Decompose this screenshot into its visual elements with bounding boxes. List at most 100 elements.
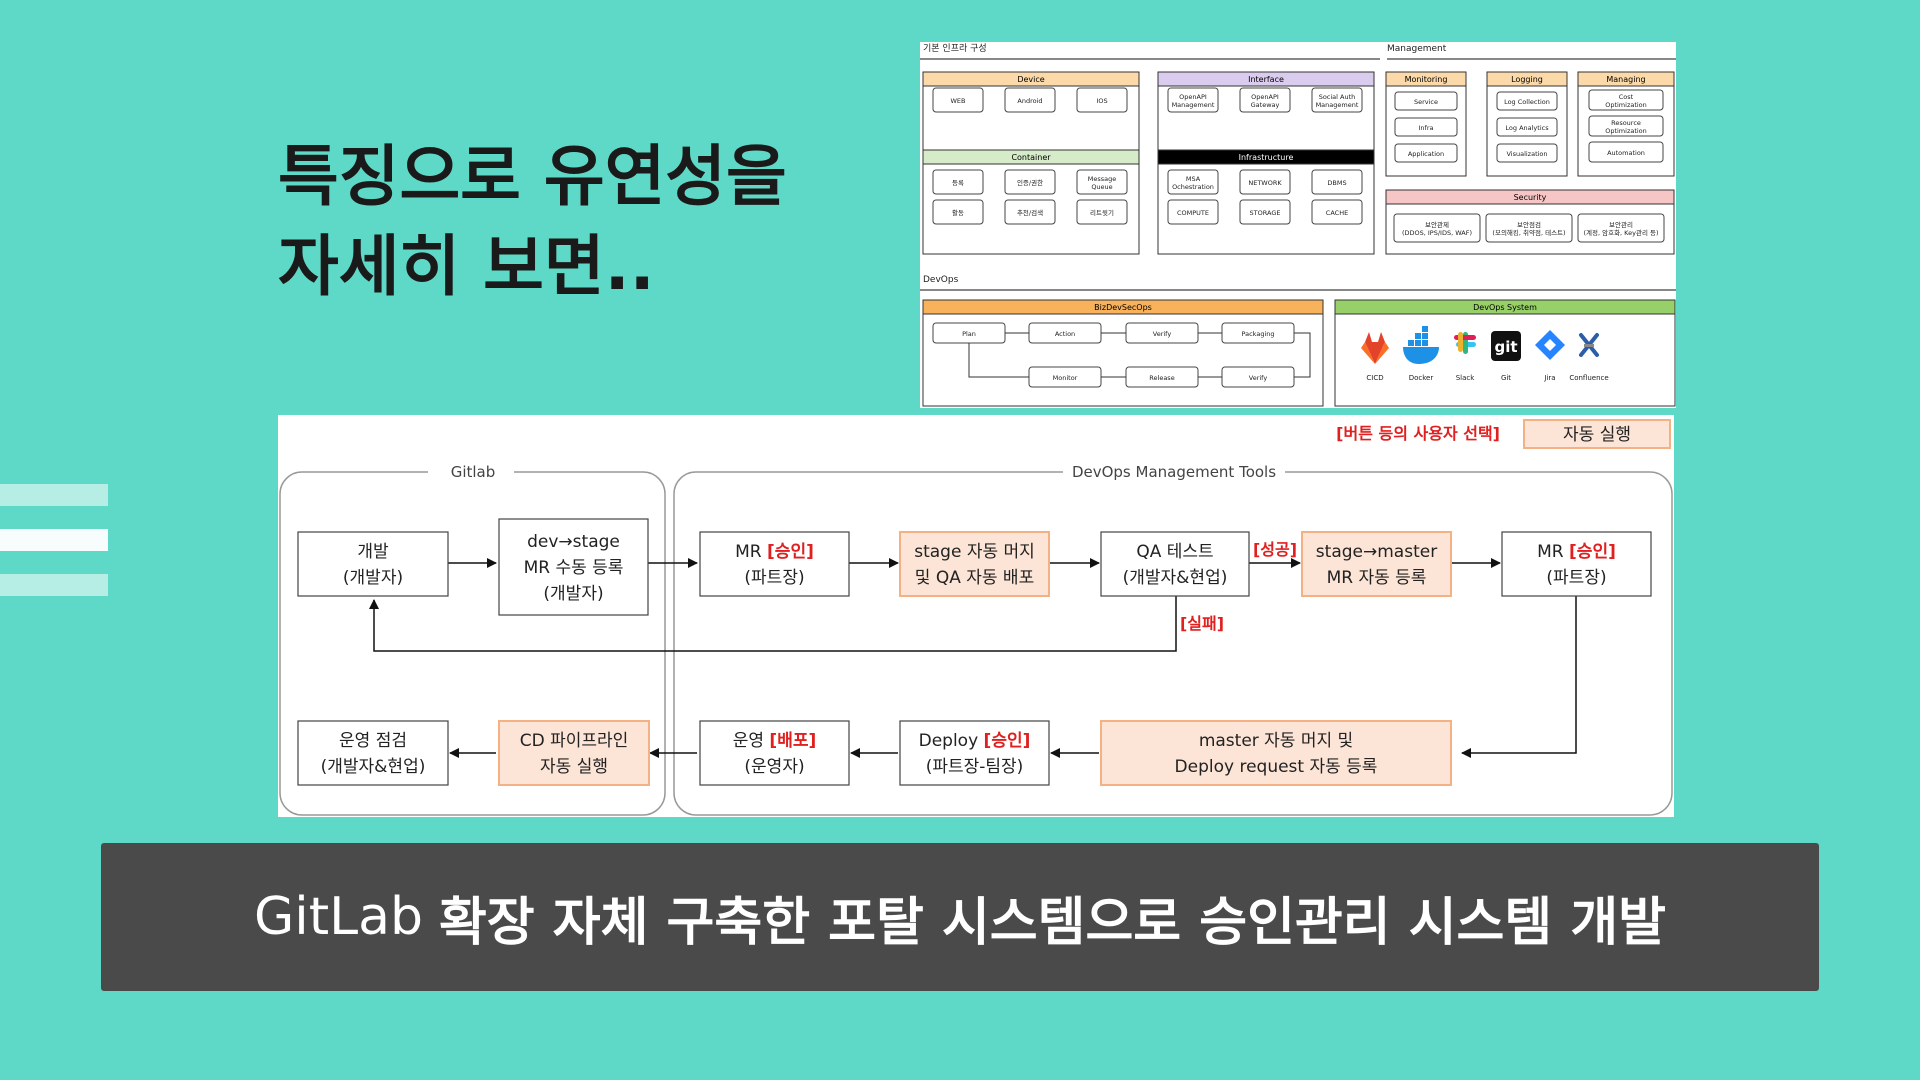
bizdevsecops-step: Monitor bbox=[1028, 366, 1102, 388]
infrastructure-item: STORAGE bbox=[1239, 199, 1291, 225]
devops-tool-label: Slack bbox=[1456, 374, 1476, 382]
banner-text: 확장 자체 구축한 포탈 시스템으로 승인관리 시스템 개발 bbox=[438, 892, 1667, 953]
managing-title: Managing bbox=[1606, 75, 1645, 84]
bizdevsecops-step: Verify bbox=[1221, 366, 1295, 388]
slide-heading: 특징으로 유연성을 자세히 보면.. bbox=[278, 132, 787, 312]
infrastructure-item-label: Ochestration bbox=[1172, 183, 1214, 191]
container-item: 인증/권한 bbox=[1004, 169, 1056, 195]
flow-box-line: stage→master bbox=[1316, 542, 1437, 562]
flow-box-line: (개발자&현업) bbox=[321, 757, 426, 777]
management-title: Management bbox=[1387, 44, 1447, 54]
flow-box-line: (개발자) bbox=[343, 568, 403, 588]
interface-item-label: OpenAPI bbox=[1251, 93, 1279, 101]
security-title: Security bbox=[1514, 193, 1547, 202]
logging-item-label: Log Analytics bbox=[1505, 124, 1549, 132]
security-item-label: (계정, 암호화, Key관리 등) bbox=[1583, 228, 1658, 237]
container-item-label: 추천/검색 bbox=[1017, 208, 1043, 217]
managing-item-label: Automation bbox=[1607, 149, 1645, 157]
security-item-label: (DDOS, IPS/IDS, WAF) bbox=[1402, 229, 1472, 237]
interface-item-label: Social Auth bbox=[1319, 93, 1356, 101]
security-item: 보안관제(DDOS, IPS/IDS, WAF) bbox=[1393, 213, 1481, 243]
flow-box-line: 및 QA 자동 배포 bbox=[915, 568, 1034, 588]
interface-item-label: Gateway bbox=[1251, 101, 1280, 109]
gitlab-label: Gitlab bbox=[451, 463, 496, 481]
slack-icon bbox=[1454, 332, 1476, 354]
container-item-label: 인증/권한 bbox=[1017, 178, 1043, 187]
infrastructure-item-label: DBMS bbox=[1327, 179, 1346, 187]
legend-auto-box bbox=[1523, 419, 1671, 449]
infrastructure-item: COMPUTE bbox=[1167, 199, 1219, 225]
logging-item-label: Log Collection bbox=[1504, 98, 1550, 106]
flow-box-line: 운영 점검 bbox=[339, 731, 407, 751]
bottom-banner: GitLab 확장 자체 구축한 포탈 시스템으로 승인관리 시스템 개발 bbox=[101, 843, 1819, 991]
container-item-label: 리트윗기 bbox=[1090, 208, 1114, 217]
flow-box-line: (파트장) bbox=[744, 568, 804, 588]
flow-box-line: stage 자동 머지 bbox=[914, 542, 1035, 562]
fail-label: [실패] bbox=[1180, 614, 1224, 633]
legend-auto-run: 자동 실행 bbox=[1563, 425, 1631, 445]
tools-label: DevOps Management Tools bbox=[1072, 463, 1276, 481]
interface-item-label: Management bbox=[1172, 101, 1215, 109]
bizdevsecops-step-label: Packaging bbox=[1242, 330, 1275, 338]
security-item-label: (모의해킹, 취약점, 테스트) bbox=[1492, 228, 1565, 237]
bizdevsecops-step: Verify bbox=[1125, 322, 1199, 344]
flow-box-line: QA 테스트 bbox=[1136, 542, 1213, 562]
bizdevsecops-step-label: Verify bbox=[1249, 374, 1268, 382]
managing-item-label: Cost bbox=[1619, 93, 1634, 101]
logging-item: Log Collection bbox=[1496, 91, 1558, 111]
devops-system-title: DevOps System bbox=[1473, 303, 1537, 312]
flow-box-line: (파트장) bbox=[1546, 568, 1606, 588]
flow-box-line: 운영 [배포] bbox=[733, 731, 817, 751]
devops-tool-label: Confluence bbox=[1569, 374, 1608, 382]
device-item: IOS bbox=[1076, 87, 1128, 113]
monitoring-title: Monitoring bbox=[1405, 75, 1448, 84]
monitoring-item-label: Application bbox=[1408, 150, 1444, 158]
device-item: WEB bbox=[932, 87, 984, 113]
infrastructure-title: Infrastructure bbox=[1239, 153, 1294, 162]
security-item-label: 보안관제 bbox=[1425, 220, 1449, 229]
infrastructure-item-label: NETWORK bbox=[1248, 179, 1282, 187]
devops-tool-label: Git bbox=[1501, 374, 1511, 382]
flow-box-line: (운영자) bbox=[744, 757, 804, 777]
devops-system-group: DevOps System git bbox=[1334, 299, 1676, 407]
confluence-icon bbox=[1579, 333, 1599, 357]
bizdevsecops-step-label: Action bbox=[1055, 330, 1075, 338]
flow-box-line: Deploy request 자동 등록 bbox=[1175, 757, 1378, 777]
devops-title: DevOps bbox=[923, 275, 959, 285]
logging-title: Logging bbox=[1511, 75, 1543, 84]
container-item: 등록 bbox=[932, 169, 984, 195]
logging-item: Visualization bbox=[1496, 143, 1558, 163]
logging-item-label: Visualization bbox=[1506, 150, 1547, 158]
flow-box-line: 개발 bbox=[357, 542, 389, 562]
heading-line-2: 자세히 보면.. bbox=[278, 228, 655, 305]
container-item: 리트윗기 bbox=[1076, 199, 1128, 225]
decor-stripe-3 bbox=[0, 574, 108, 596]
security-item: 보안점검(모의해킹, 취약점, 테스트) bbox=[1485, 213, 1573, 243]
heading-line-1: 특징으로 유연성을 bbox=[278, 138, 787, 215]
flow-box-deploy-approve: Deploy [승인](파트장-팀장) bbox=[899, 720, 1050, 786]
bizdevsecops-step: Action bbox=[1028, 322, 1102, 344]
flow-box-line: Deploy [승인] bbox=[919, 731, 1031, 751]
container-item: 추천/검색 bbox=[1004, 199, 1056, 225]
bizdevsecops-step-label: Monitor bbox=[1053, 374, 1078, 382]
infrastructure-item-label: MSA bbox=[1186, 175, 1201, 183]
security-item-label: 보안관리 bbox=[1609, 220, 1633, 229]
flow-box-mr-approve1: MR [승인](파트장) bbox=[699, 531, 850, 597]
managing-group: Managing CostOptimizationResourceOptimiz… bbox=[1577, 71, 1675, 177]
container-title: Container bbox=[1011, 153, 1051, 162]
container-item: 활동 bbox=[932, 199, 984, 225]
interface-item-label: OpenAPI bbox=[1179, 93, 1207, 101]
devops-tool-label: Docker bbox=[1409, 374, 1434, 382]
monitoring-item-label: Service bbox=[1414, 98, 1438, 106]
flow-box-line: dev→stage bbox=[527, 532, 620, 552]
device-title: Device bbox=[1017, 75, 1044, 84]
